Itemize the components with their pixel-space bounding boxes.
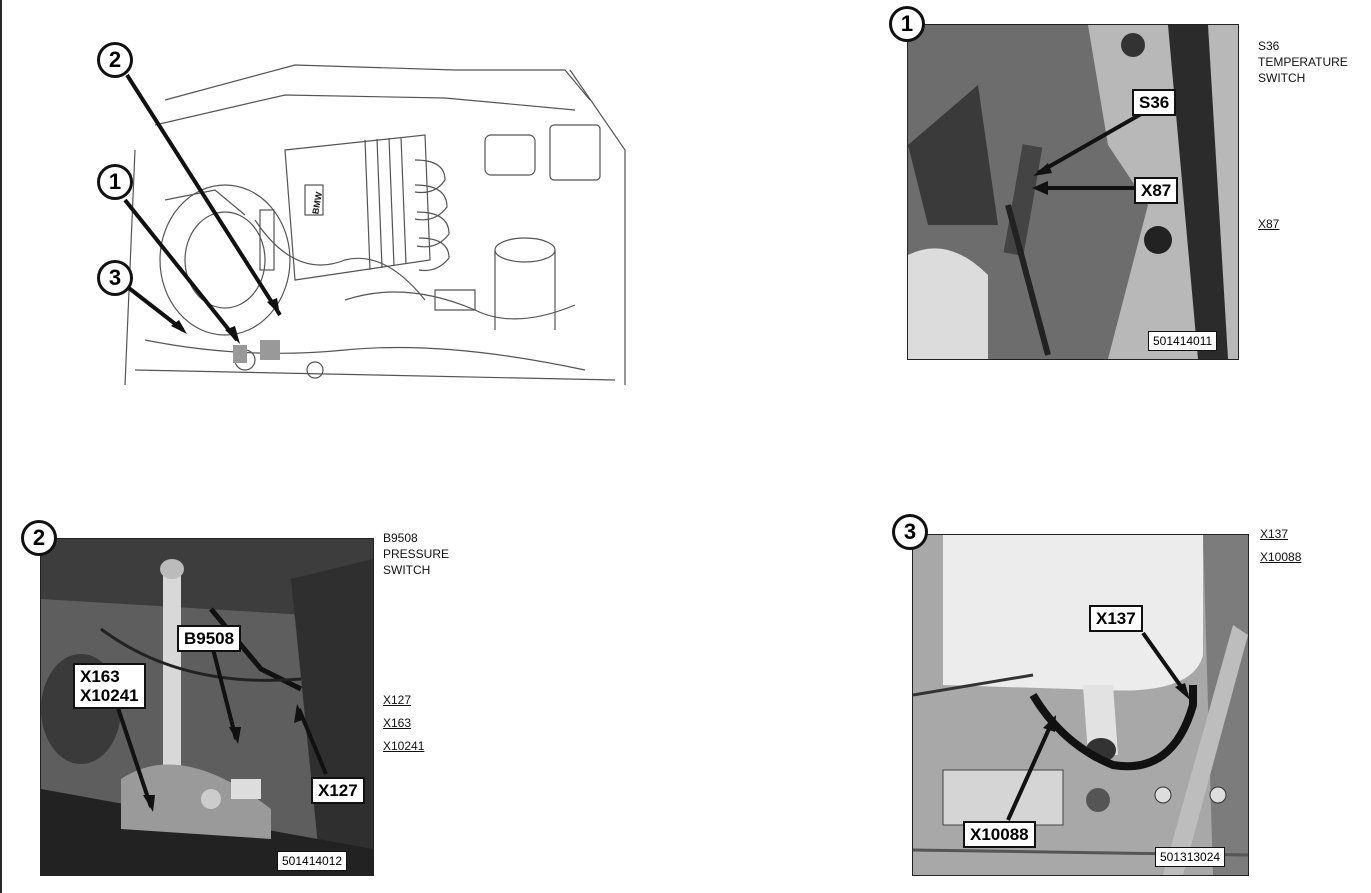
side-title-line: SWITCH <box>383 563 431 577</box>
detail-photo-1: S36 X87 501414011 <box>907 24 1239 360</box>
callout-b9508: B9508 <box>177 625 242 652</box>
photo-id-1: 501414011 <box>1148 331 1218 351</box>
side-list-x10241: X10241 <box>383 739 425 753</box>
side-title-line: B9508 <box>383 531 418 545</box>
detail-3-side-notes: X137 X10088 <box>1260 526 1301 572</box>
overview-marker-1: 1 <box>97 164 133 200</box>
engine-bay-overview-drawing: BMW 2 1 3 <box>95 40 630 392</box>
side-list-x127: X127 <box>383 693 412 707</box>
callout-s36: S36 <box>1132 89 1177 116</box>
overview-marker-3: 3 <box>97 260 133 296</box>
callout-x10088: X10088 <box>963 821 1036 848</box>
detail-photo-3: X137 X10088 501313024 <box>912 534 1249 876</box>
side-list-x87: X87 <box>1258 217 1280 231</box>
callout-x87: X87 <box>1134 177 1179 204</box>
detail-number-1: 1 <box>889 6 925 42</box>
detail-photo-3-art <box>913 535 1248 875</box>
detail-photo-2: B9508 X163 X10241 X127 501414012 <box>40 538 374 876</box>
photo-id-3: 501313024 <box>1155 847 1226 867</box>
detail-2-side-notes: B9508 PRESSURE SWITCH X127 X163 X10241 <box>383 530 449 761</box>
detail-photo-2-art <box>41 539 373 875</box>
callout-x163: X163 <box>80 667 120 686</box>
callout-x137: X137 <box>1089 605 1143 632</box>
detail-photo-1-art <box>908 25 1238 359</box>
side-title-line: TEMPERATURE <box>1258 55 1348 69</box>
side-title-line: PRESSURE <box>383 547 450 561</box>
detail-number-3: 3 <box>892 514 928 550</box>
overview-marker-2: 2 <box>97 42 133 78</box>
side-title-line: S36 <box>1258 39 1280 53</box>
photo-id-2: 501414012 <box>277 851 348 871</box>
callout-x163-x10241: X163 X10241 <box>73 663 146 709</box>
callout-x10241: X10241 <box>80 686 139 705</box>
engine-bay-line-art <box>123 64 626 386</box>
detail-number-2: 2 <box>21 520 57 556</box>
side-list-x10088: X10088 <box>1260 550 1302 564</box>
side-list-x137: X137 <box>1260 527 1289 541</box>
side-title-line: SWITCH <box>1258 71 1306 85</box>
side-list-x163: X163 <box>383 716 412 730</box>
detail-1-side-notes: S36 TEMPERATURE SWITCH X87 <box>1258 38 1348 239</box>
page-left-border <box>0 0 2 893</box>
callout-x127: X127 <box>311 777 365 804</box>
